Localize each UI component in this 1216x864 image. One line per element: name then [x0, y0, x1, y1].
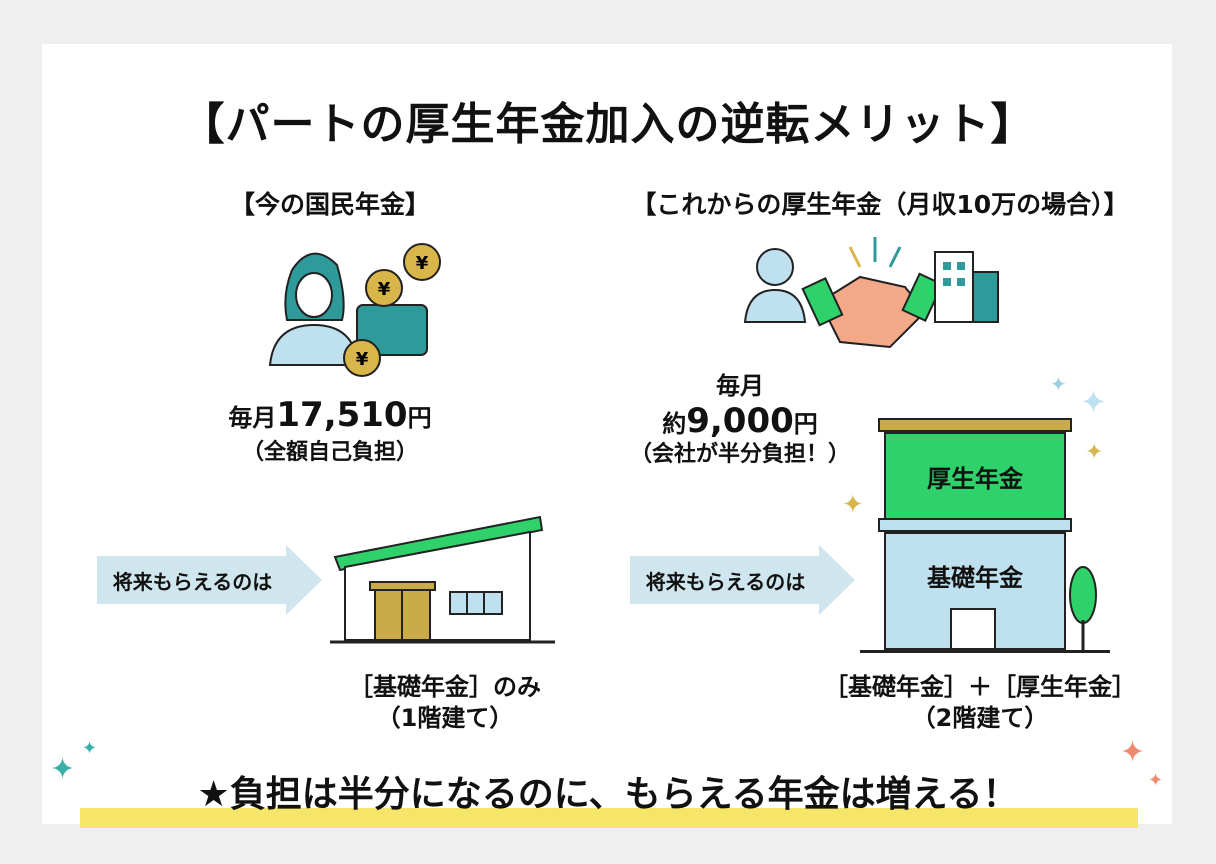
amount-line: 毎月	[716, 372, 764, 400]
caption-line: ［基礎年金］のみ	[349, 673, 541, 701]
caption-line: （1階建て）	[376, 704, 514, 733]
svg-text:¥: ¥	[378, 279, 391, 300]
floor-divider	[878, 518, 1072, 532]
sparkle-icon: ✦	[1148, 770, 1164, 791]
sparkle-icon: ✦	[82, 738, 98, 759]
amount-prefix: 毎月	[228, 404, 277, 432]
sparkle-icon: ✦	[842, 490, 864, 520]
arrow-label: 将来もらえるのは	[112, 570, 273, 594]
sparkle-icon: ✦	[1085, 440, 1104, 465]
caption-line: ［基礎年金］＋［厚生年金］	[824, 673, 1136, 701]
sparkle-icon: ✦	[1080, 383, 1107, 421]
sparkle-icon: ✦	[1120, 735, 1146, 770]
floor-label: 基礎年金	[927, 564, 1023, 592]
svg-text:¥: ¥	[356, 349, 369, 370]
sparkle-icon: ✦	[50, 752, 76, 787]
right-amount: 毎月 約9,000円 （会社が半分負担！）	[610, 372, 870, 468]
amount-prefix: 約	[662, 409, 687, 438]
amount-value: 9,000	[686, 400, 794, 441]
floor-2-kosei-nenkin: 厚生年金	[884, 432, 1066, 520]
amount-suffix: 円	[407, 404, 432, 432]
tree-icon	[1069, 566, 1097, 651]
left-heading: 【今の国民年金】	[229, 190, 430, 219]
left-arrow: 将来もらえるのは	[97, 545, 322, 615]
banner-highlight	[80, 808, 1138, 828]
right-heading: 【これからの厚生年金（月収10万の場合）】	[631, 190, 1129, 219]
roof	[878, 418, 1072, 432]
woman-wallet-coins-icon: ¥ ¥ ¥	[268, 243, 441, 377]
amount-suffix: 円	[793, 409, 818, 438]
arrow-label: 将来もらえるのは	[645, 570, 806, 594]
door-icon	[950, 608, 996, 650]
svg-text:¥: ¥	[416, 253, 429, 274]
page-title: 【パートの厚生年金加入の逆転メリット】	[180, 99, 1036, 150]
right-arrow: 将来もらえるのは	[630, 545, 855, 615]
caption-line: （2階建て）	[911, 704, 1049, 733]
sparkle-icon: ✦	[1050, 372, 1067, 396]
right-note: （会社が半分負担！）	[629, 441, 850, 467]
ground-line	[860, 650, 1110, 653]
left-caption: ［基礎年金］のみ （1階建て）	[320, 672, 570, 734]
one-story-house-icon	[330, 515, 555, 644]
left-note: （全額自己負担）	[241, 440, 418, 465]
right-caption: ［基礎年金］＋［厚生年金］ （2階建て）	[800, 672, 1160, 734]
conclusion-banner: ★負担は半分になるのに、もらえる年金は増える！	[197, 774, 1019, 815]
person-handshake-building-icon	[743, 237, 999, 349]
left-amount: 毎月17,510円	[170, 395, 490, 436]
amount-value: 17,510	[276, 395, 408, 435]
